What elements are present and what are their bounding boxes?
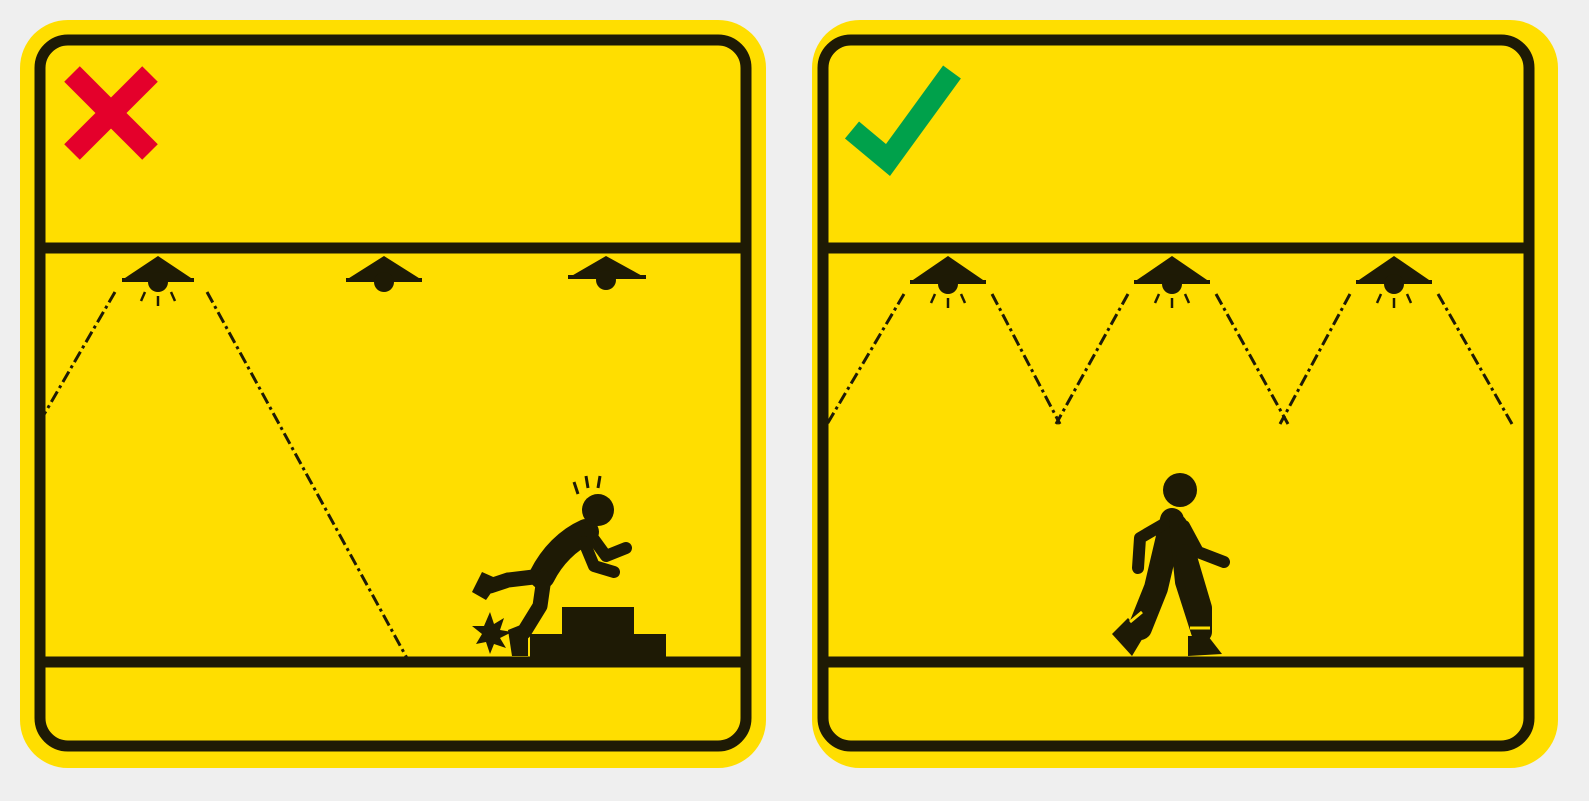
impact-burst-icon <box>472 612 512 654</box>
ceiling-lamp-icon <box>122 256 194 306</box>
person-walking-icon <box>1112 473 1224 656</box>
light-beam-lines <box>826 294 1512 426</box>
right-lighting-panel <box>812 20 1558 768</box>
ceiling-lamp-icon <box>910 256 986 308</box>
light-beam-lines <box>42 292 408 660</box>
steps-icon <box>530 607 666 662</box>
wrong-lighting-panel <box>20 20 766 768</box>
cross-mark-icon <box>72 74 150 152</box>
ceiling-lamp-icon <box>1134 256 1210 308</box>
ceiling-lamp-icon <box>346 256 422 292</box>
ceiling-lamp-icon <box>568 256 646 290</box>
ceiling-lamp-icon <box>1356 256 1432 308</box>
check-mark-icon <box>852 72 952 160</box>
panel-frame <box>823 40 1529 746</box>
